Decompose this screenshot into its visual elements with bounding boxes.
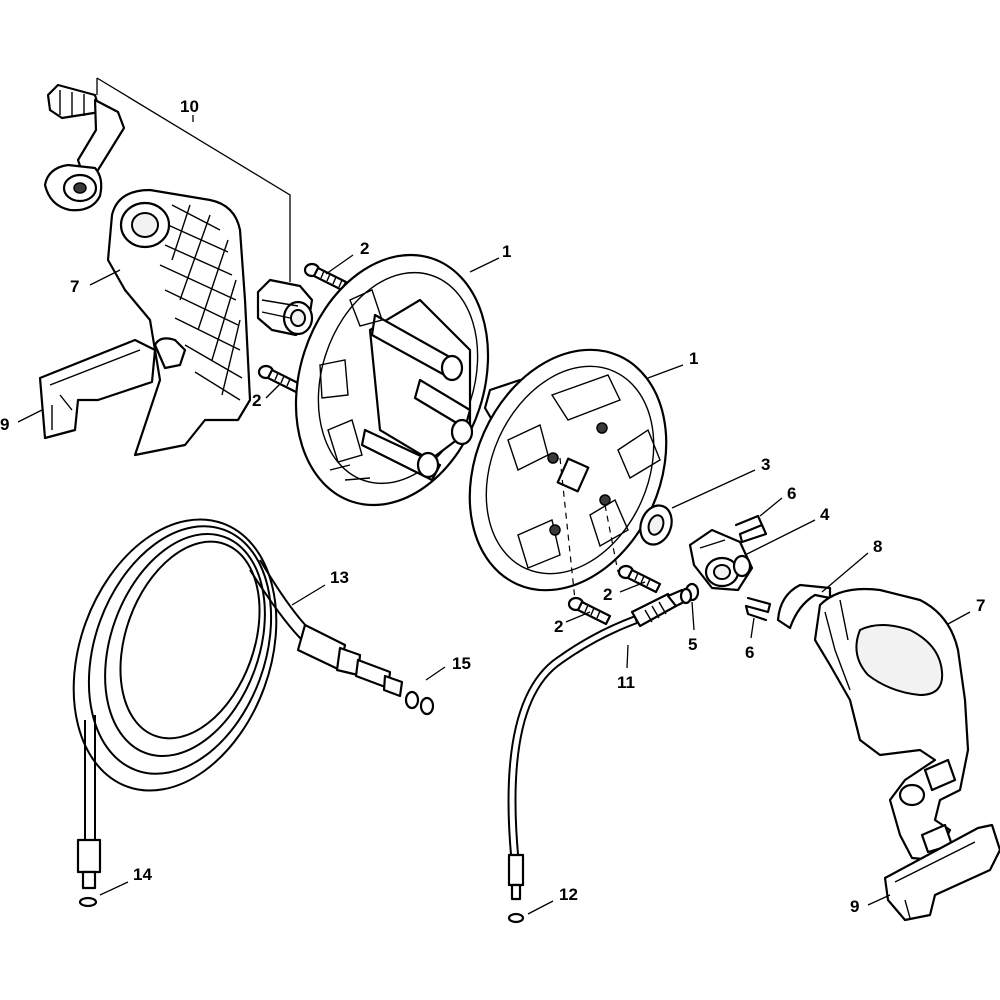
reel-drum-rear [294,253,490,507]
callout-9-right: 9 [850,897,859,916]
callout-9-left: 9 [0,415,9,434]
short-hose [507,587,693,901]
o-ring-12 [507,912,525,924]
left-bracket [106,188,252,457]
callout-4: 4 [820,505,830,524]
callout-6-lower: 6 [745,643,754,662]
u-clip-upper [734,514,768,544]
alignment-line-2 [604,504,619,573]
right-housing [813,587,970,862]
screw-right-1 [617,564,662,594]
callout-8: 8 [873,537,882,556]
callout-12: 12 [559,885,578,904]
screw-upper [303,262,348,292]
left-clip [38,338,157,440]
callout-11: 11 [617,673,635,692]
callout-7-left: 7 [70,277,79,296]
washer [639,504,673,546]
callout-1-front: 1 [689,349,698,368]
callout-7-right: 7 [976,596,985,615]
leader-lines [17,77,971,915]
o-ring-pair [404,690,435,716]
o-ring-14 [78,896,98,908]
coiled-hose [72,518,404,890]
alignment-line-1 [559,457,576,601]
callout-13: 13 [330,568,349,587]
callout-15: 15 [452,654,471,673]
callout-2-lower-left: 2 [252,391,261,410]
callout-2-right-1: 2 [603,585,612,604]
u-clip-lower [744,596,772,622]
callout-6-upper: 6 [787,484,796,503]
callout-14: 14 [133,865,152,884]
screw-right-2 [567,596,612,626]
right-clip [883,823,1000,922]
callout-1-rear: 1 [502,242,511,261]
callout-2-upper: 2 [360,239,369,258]
callout-5: 5 [688,635,697,654]
crank-handle [43,83,126,212]
callout-10: 10 [180,97,199,116]
callout-3: 3 [761,455,770,474]
screw-lower-left [257,364,302,394]
swivel-fitting [688,528,754,592]
reel-drum-front [468,348,668,592]
retaining-spring [776,583,832,630]
callout-2-right-2: 2 [554,617,563,636]
crank-spindle [256,278,314,337]
